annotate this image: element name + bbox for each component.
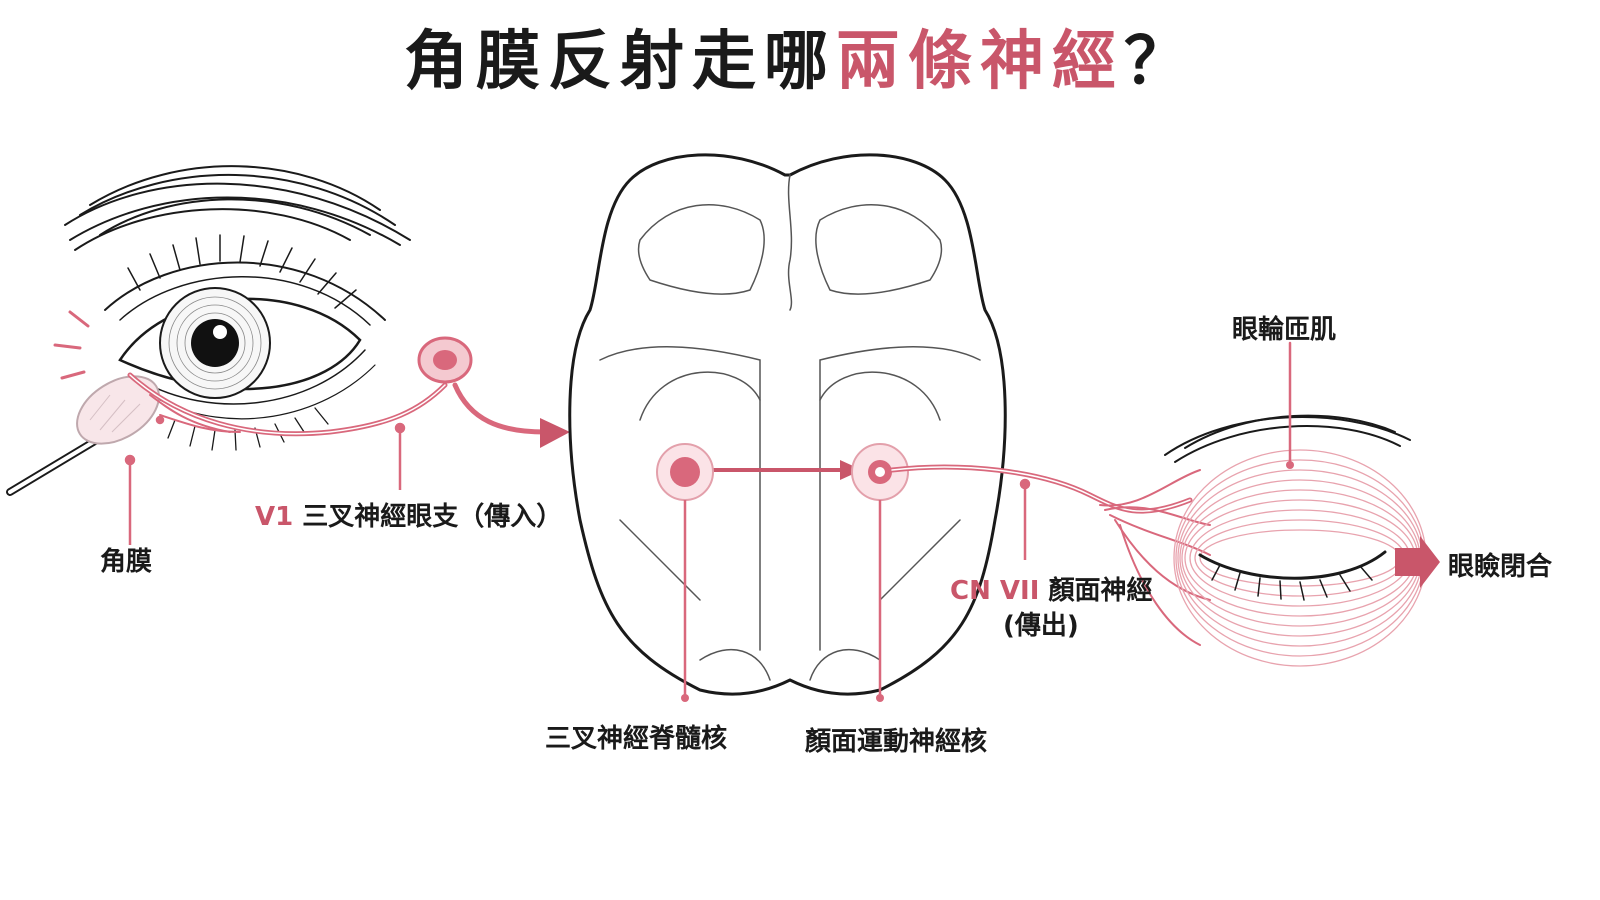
brainstem-cross-section xyxy=(568,153,1007,696)
touch-spark-lines xyxy=(53,310,90,380)
title-suffix: ？ xyxy=(1124,25,1196,99)
title-prefix: 角膜反射走哪 xyxy=(404,25,836,99)
trigeminal-ganglion xyxy=(417,336,473,384)
label-cornea: 角膜 xyxy=(100,547,153,577)
open-eye-illustration xyxy=(64,165,411,451)
label-trigeminal-nucleus: 三叉神經脊髓核 xyxy=(545,724,728,754)
label-v1-tag: V1 xyxy=(255,502,294,532)
label-cn7-tag: CN VII xyxy=(950,576,1040,606)
arrow-into-brainstem xyxy=(540,418,570,448)
closed-eye-orbicularis xyxy=(1164,341,1427,667)
result-arrow-icon xyxy=(1395,536,1440,588)
label-cn7-text: 顏面神經 xyxy=(1048,576,1153,606)
label-cn7: CN VII 顏面神經 xyxy=(950,570,1152,607)
title-highlight: 兩條神經 xyxy=(836,25,1124,99)
v1-afferent-nerve xyxy=(127,372,548,437)
eyebrow-left xyxy=(64,165,411,251)
label-facial-nucleus: 顏面運動神經核 xyxy=(805,727,988,757)
pupil xyxy=(191,319,239,367)
label-v1: V1 三叉神經眼支（傳入） xyxy=(255,496,562,533)
upper-lashes xyxy=(127,234,357,309)
label-cn7-sub: (傳出) xyxy=(1003,611,1079,641)
cn7-efferent-nerve xyxy=(889,464,1211,646)
facial-motor-nucleus-marker xyxy=(851,443,909,702)
label-result: 眼瞼閉合 xyxy=(1448,552,1553,582)
page-title: 角膜反射走哪兩條神經？ xyxy=(0,10,1600,102)
label-orbicularis: 眼輪匝肌 xyxy=(1232,315,1337,345)
cotton-swab-icon xyxy=(6,375,160,496)
trigeminal-spinal-nucleus-marker xyxy=(656,443,714,702)
label-v1-text: 三叉神經眼支（傳入） xyxy=(302,502,563,532)
label-pointers xyxy=(124,415,1031,560)
eyebrow-right xyxy=(1164,414,1411,463)
